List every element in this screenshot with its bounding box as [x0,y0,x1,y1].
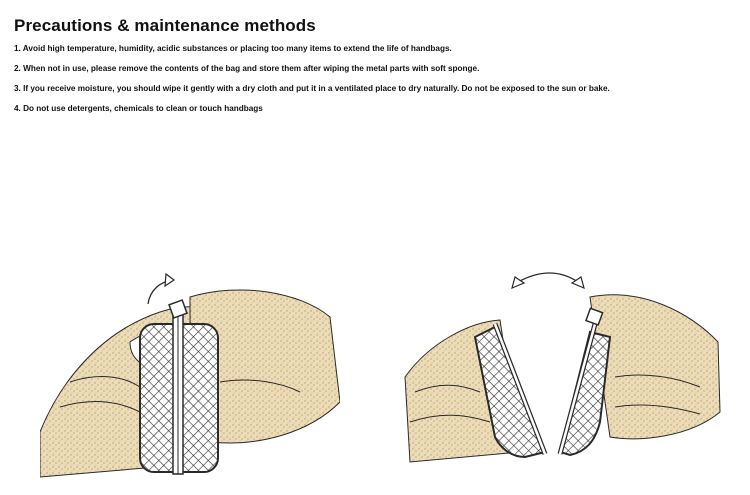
hands-closing-bag-icon [40,272,340,478]
bag-clasp [585,307,604,326]
bag-right-half [558,330,612,457]
maintenance-item: 4. Do not use detergents, chemicals to c… [14,104,263,113]
hands-opening-bag-icon [404,272,721,463]
maintenance-list: 1. Avoid high temperature, humidity, aci… [14,44,610,124]
bag-left-half [473,325,547,459]
right-hand-shape [589,294,721,440]
maintenance-item: 1. Avoid high temperature, humidity, aci… [14,44,452,53]
page-title: Precautions & maintenance methods [14,16,316,35]
open-arrow-icon [517,272,579,283]
maintenance-item: 2. When not in use, please remove the co… [14,64,480,73]
maintenance-item: 3. If you receive moisture, you should w… [14,84,610,93]
bag-clasp [168,299,188,319]
